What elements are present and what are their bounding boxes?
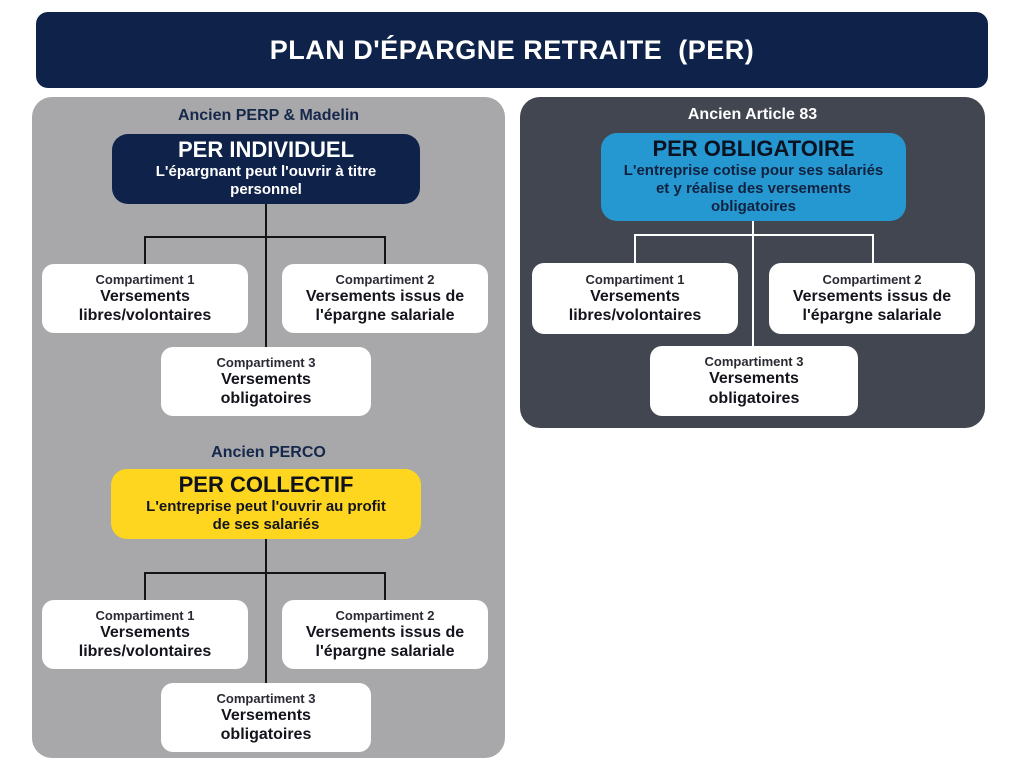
plan-name: PER COLLECTIF [178, 472, 354, 498]
compartment-label: Compartiment 1 [95, 607, 195, 623]
compartment-detail: Versements libres/volontaires [568, 287, 702, 324]
plan-box-per-obligatoire: PER OBLIGATOIRE L'entreprise cotise pour… [601, 133, 906, 221]
connector-drop-right [384, 236, 386, 265]
compartment-detail: Versements issus de l'épargne salariale [305, 287, 465, 324]
compartment-label: Compartiment 1 [585, 271, 685, 287]
connector-hbar [634, 234, 874, 236]
compartment-box-3: Compartiment 3 Versements obligatoires [650, 346, 858, 416]
compartment-detail: Versements issus de l'épargne salariale [792, 287, 952, 324]
compartment-detail: Versements obligatoires [220, 370, 312, 407]
connector-drop-left [144, 572, 146, 600]
compartment-box-2: Compartiment 2 Versements issus de l'épa… [282, 264, 488, 333]
page-title: PLAN D'ÉPARGNE RETRAITE (PER) [269, 34, 755, 65]
plan-name: PER OBLIGATOIRE [652, 136, 855, 162]
compartment-detail: Versements issus de l'épargne salariale [305, 623, 465, 660]
connector-drop-left [634, 234, 636, 264]
connector-drop-right [872, 234, 874, 264]
compartment-label: Compartiment 3 [704, 354, 804, 370]
connector-stem [265, 203, 267, 348]
connector-stem [265, 538, 267, 684]
connector-drop-right [384, 572, 386, 600]
plan-box-per-collectif: PER COLLECTIF L'entreprise peut l'ouvrir… [111, 469, 421, 539]
compartment-detail: Versements libres/volontaires [78, 287, 212, 324]
plan-description: L'entreprise peut l'ouvrir au profit de … [146, 498, 386, 534]
compartment-label: Compartiment 2 [335, 271, 435, 287]
compartment-box-1: Compartiment 1 Versements libres/volonta… [42, 264, 248, 333]
compartment-label: Compartiment 3 [216, 354, 316, 370]
legacy-label-perp-madelin: Ancien PERP & Madelin [177, 107, 360, 124]
compartment-box-1: Compartiment 1 Versements libres/volonta… [42, 600, 248, 669]
compartment-detail: Versements libres/volontaires [78, 623, 212, 660]
connector-hbar [144, 236, 386, 238]
compartment-box-1: Compartiment 1 Versements libres/volonta… [532, 263, 738, 334]
panel-obligatoire: Ancien Article 83 PER OBLIGATOIRE L'entr… [520, 97, 985, 428]
compartment-label: Compartiment 3 [216, 690, 316, 706]
compartment-label: Compartiment 1 [95, 271, 195, 287]
compartment-detail: Versements obligatoires [708, 370, 800, 407]
title-banner: PLAN D'ÉPARGNE RETRAITE (PER) [36, 12, 988, 88]
compartment-box-3: Compartiment 3 Versements obligatoires [161, 347, 371, 416]
compartment-box-2: Compartiment 2 Versements issus de l'épa… [282, 600, 488, 669]
plan-box-per-individuel: PER INDIVIDUEL L'épargnant peut l'ouvrir… [112, 134, 420, 204]
compartment-label: Compartiment 2 [335, 607, 435, 623]
connector-drop-left [144, 236, 146, 265]
compartment-label: Compartiment 2 [822, 271, 922, 287]
compartment-box-2: Compartiment 2 Versements issus de l'épa… [769, 263, 975, 334]
plan-description: L'épargnant peut l'ouvrir à titre person… [155, 163, 377, 199]
legacy-label-perco: Ancien PERCO [211, 444, 326, 461]
plan-name: PER INDIVIDUEL [177, 137, 355, 163]
connector-stem [752, 220, 754, 347]
connector-hbar [144, 572, 386, 574]
legacy-label-article-83: Ancien Article 83 [687, 106, 818, 123]
panel-individuel-collectif: Ancien PERP & Madelin PER INDIVIDUEL L'é… [32, 97, 505, 758]
plan-description: L'entreprise cotise pour ses salariés et… [623, 161, 884, 216]
compartment-detail: Versements obligatoires [220, 706, 312, 743]
compartment-box-3: Compartiment 3 Versements obligatoires [161, 683, 371, 752]
